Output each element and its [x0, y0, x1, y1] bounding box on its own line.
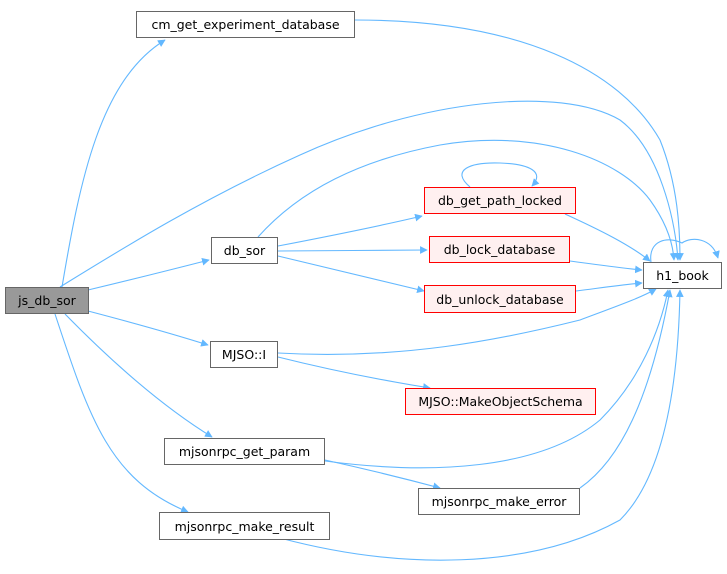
edge-mjso-i-to-h1-book — [277, 288, 657, 355]
edge-js-db-sor-to-mjsonrpc-make-result — [54, 313, 189, 513]
node-mjsonrpc-make-error[interactable]: mjsonrpc_make_error — [418, 488, 580, 515]
edge-mjsonrpc-make-error-to-h1-book — [579, 289, 673, 489]
node-db-unlock-database[interactable]: db_unlock_database — [424, 285, 576, 313]
edge-db-sor-to-db-unlock-database — [277, 255, 425, 294]
edge-db-sor-to-db-get-path-locked — [277, 213, 423, 247]
node-mjso-make-object-schema[interactable]: MJSO::MakeObjectSchema — [405, 388, 596, 415]
edge-db-get-path-locked-to-h1-book — [564, 213, 651, 262]
node-cm-get-experiment-database[interactable]: cm_get_experiment_database — [136, 11, 355, 38]
node-mjsonrpc-make-result[interactable]: mjsonrpc_make_result — [159, 512, 330, 540]
edge-js-db-sor-to-mjso-i — [87, 310, 209, 347]
edge-db-unlock-database-to-h1-book — [575, 279, 643, 292]
edge-mjsonrpc-get-param-to-h1-book — [324, 289, 671, 469]
edge-mjsonrpc-make-result-to-h1-book — [279, 289, 684, 561]
edge-js-db-sor-to-h1-book — [59, 100, 682, 288]
node-h1-book[interactable]: h1_book — [643, 262, 722, 289]
node-js-db-sor[interactable]: js_db_sor — [5, 287, 89, 314]
edge-db-sor-to-h1-book — [257, 139, 678, 261]
edge-js-db-sor-to-cm-get-experiment-database — [61, 39, 166, 288]
node-db-get-path-locked[interactable]: db_get_path_locked — [424, 187, 576, 214]
edge-mjso-i-to-mjso-makeobjectschema — [277, 356, 431, 391]
node-mjsonrpc-get-param[interactable]: mjsonrpc_get_param — [164, 438, 325, 465]
edge-js-db-sor-to-mjsonrpc-get-param — [64, 313, 213, 438]
edge-h1-book-to-h1-book — [650, 238, 720, 263]
edge-db-lock-database-to-h1-book — [569, 260, 643, 274]
node-db-sor[interactable]: db_sor — [211, 237, 278, 264]
edge-mjsonrpc-get-param-to-mjsonrpc-make-error — [324, 459, 441, 490]
edge-js-db-sor-to-db-sor — [87, 257, 210, 291]
edge-db-sor-to-db-lock-database — [277, 246, 428, 254]
node-mjso-i[interactable]: MJSO::I — [210, 341, 278, 368]
edge-cm-get-experiment-database-to-h1-book — [354, 19, 684, 261]
node-db-lock-database[interactable]: db_lock_database — [429, 236, 570, 263]
edge-db-get-path-locked-to-db-get-path-locked — [461, 162, 540, 188]
